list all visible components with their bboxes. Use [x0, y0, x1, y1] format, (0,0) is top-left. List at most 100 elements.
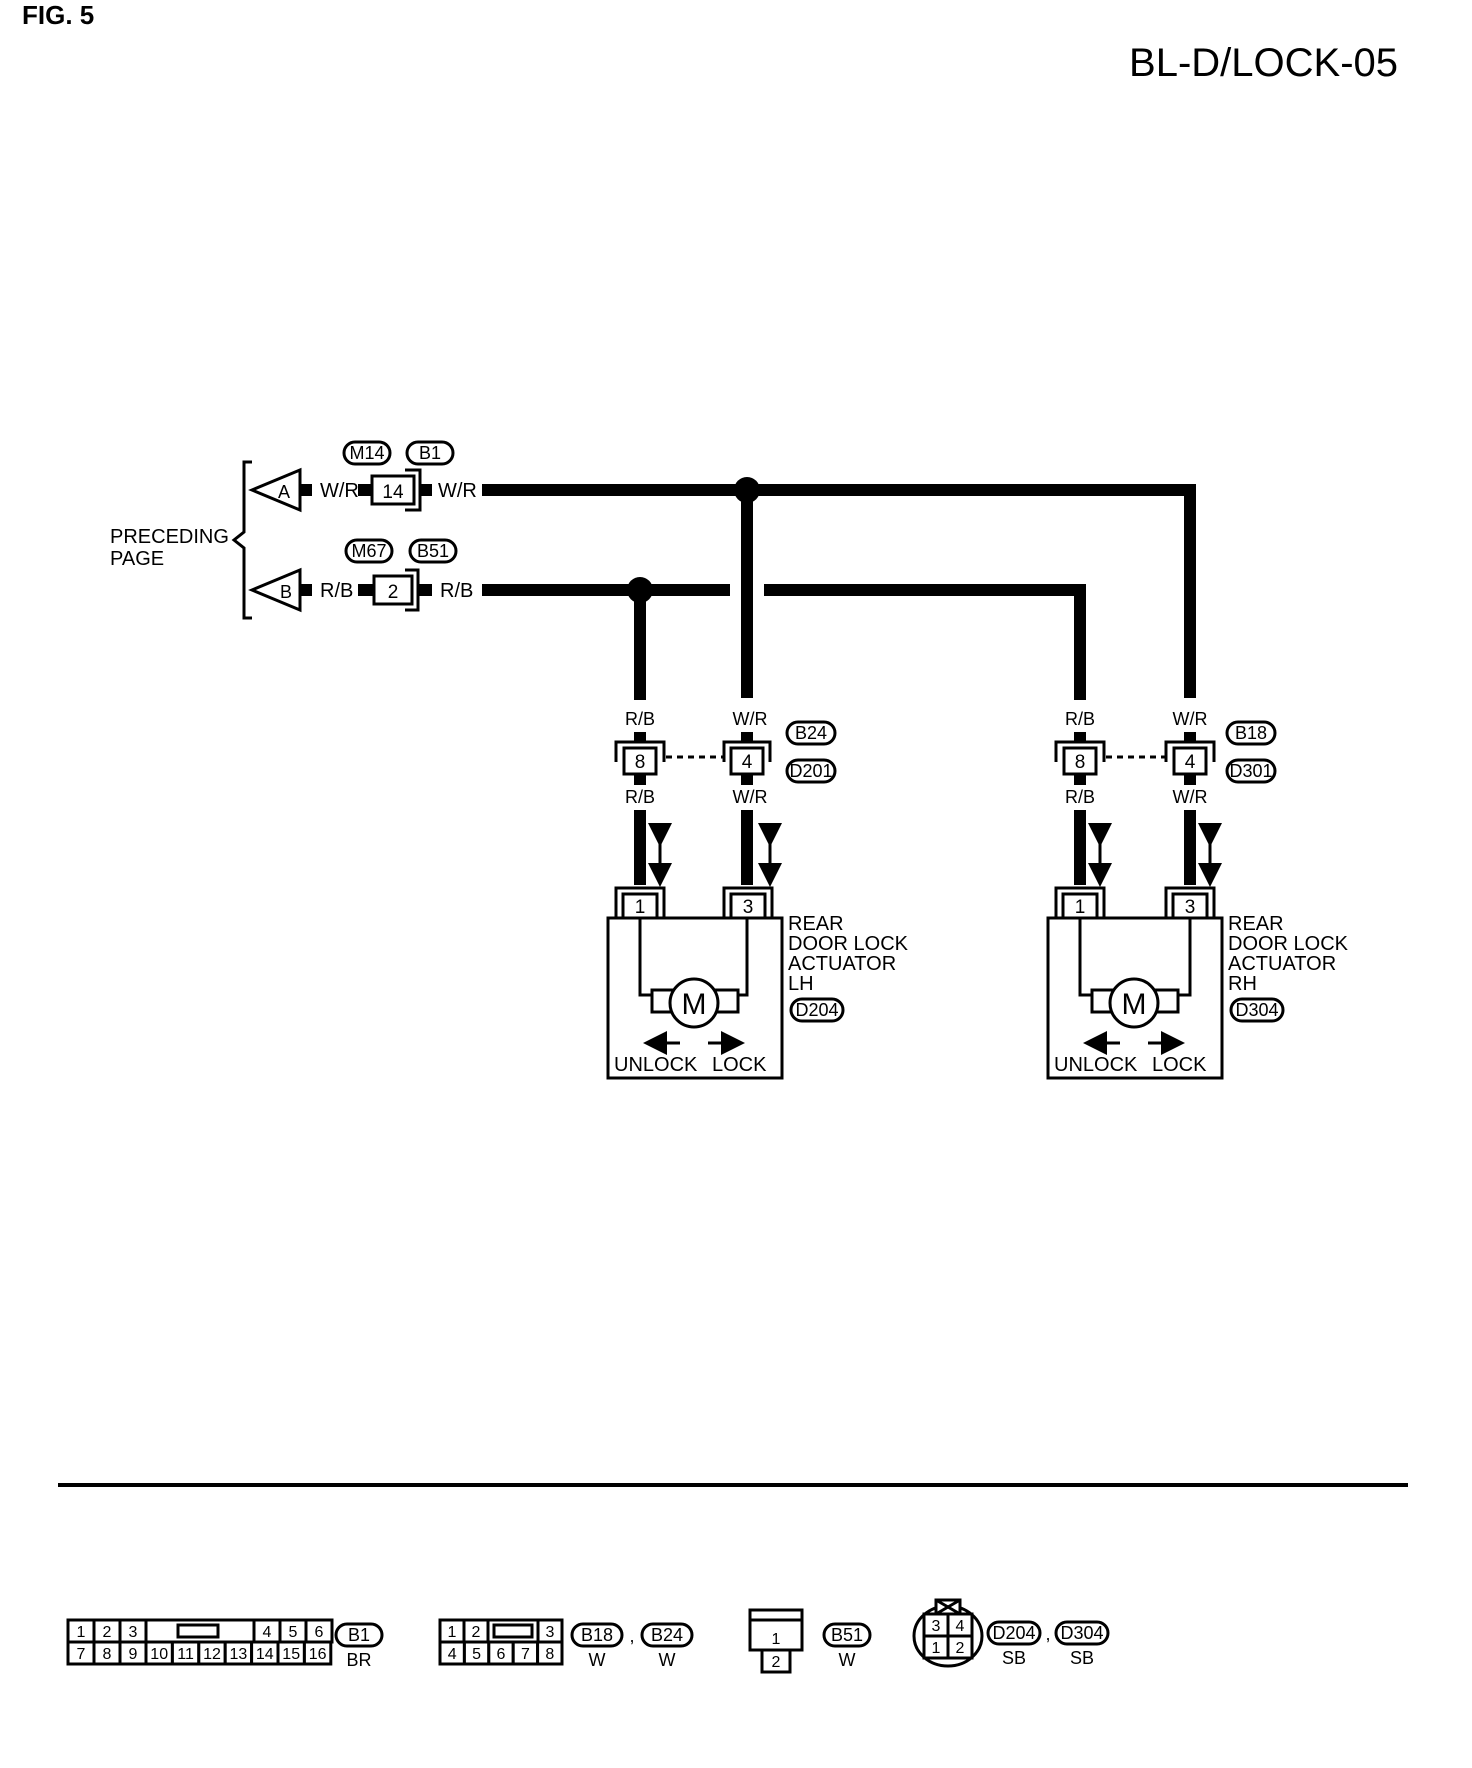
pin-number: 3: [546, 1624, 555, 1641]
wire-color-code: SB: [1002, 1648, 1026, 1668]
unlock-label: UNLOCK: [614, 1054, 698, 1076]
connector-code: D301: [1229, 761, 1272, 781]
pin-number: 4: [742, 752, 753, 773]
rh-actuator-group: R/B W/R 8 4 B18 D301 R/B W/R 1 3 M: [1046, 709, 1349, 1080]
pin-number: 5: [289, 1624, 298, 1641]
connector-tag: [1229, 997, 1285, 1023]
pin-number: 7: [521, 1646, 530, 1663]
page-label: PAGE: [110, 548, 164, 570]
actuator-label: LH: [788, 973, 814, 995]
pin-number: 4: [263, 1624, 272, 1641]
pin-number: 14: [256, 1646, 274, 1663]
connector-box: [622, 746, 658, 776]
connector-code: B1: [419, 443, 441, 463]
actuator-label: ACTUATOR: [788, 953, 896, 975]
pin-number: 1: [635, 897, 646, 918]
pin-number: 7: [77, 1646, 86, 1663]
lock-label: LOCK: [712, 1054, 767, 1076]
wire-color-code: BR: [346, 1650, 371, 1670]
connector-code: B18: [581, 1625, 613, 1645]
circuit-a: W/R 14 W/R M14 B1: [300, 440, 1196, 698]
pin-number: 1: [932, 1640, 941, 1657]
pin-number: 13: [230, 1646, 248, 1663]
wire-label: W/R: [320, 480, 359, 502]
actuator-label: ACTUATOR: [1228, 953, 1336, 975]
pin-number: 2: [388, 582, 399, 603]
connector-code: D304: [1235, 1000, 1278, 1020]
connector-tag: [789, 997, 845, 1023]
separator: ,: [1045, 1624, 1050, 1644]
ref-b-triangle: [248, 567, 302, 613]
connector-tag: [408, 538, 458, 564]
pin-number: 4: [448, 1646, 457, 1663]
connector-box: [372, 574, 414, 606]
actuator-label: RH: [1228, 973, 1257, 995]
pin-number: 10: [150, 1646, 168, 1663]
connector-tag: [640, 1622, 694, 1648]
pin-number: 4: [956, 1618, 965, 1635]
connector-box: [1062, 746, 1098, 776]
pin-number: 8: [635, 752, 646, 773]
motor-symbol: [1108, 977, 1160, 1029]
wire-label: W/R: [733, 709, 768, 729]
pin-number: 8: [1075, 752, 1086, 773]
connector-tag: [344, 538, 394, 564]
actuator-label: REAR: [1228, 913, 1284, 935]
pin-number: 4: [1185, 752, 1196, 773]
preceding-label: PRECEDING: [110, 526, 229, 548]
connector-tag: [405, 440, 455, 466]
pin-number: 14: [382, 482, 404, 503]
connector-code: B51: [417, 541, 449, 561]
figure-label: FIG. 5: [22, 0, 94, 30]
brace: [231, 460, 252, 620]
wire-label: R/B: [1065, 709, 1095, 729]
wire-color-code: W: [839, 1650, 856, 1670]
wire-wr-main: [482, 484, 1196, 698]
connector-tag: [1054, 1620, 1110, 1646]
motor-symbol: [668, 977, 720, 1029]
wire-label: W/R: [438, 480, 477, 502]
pin-number: 1: [448, 1624, 457, 1641]
connector-code: D204: [795, 1000, 838, 1020]
ref-a-label: A: [278, 482, 290, 502]
connector-code: B24: [651, 1625, 683, 1645]
wire-label: W/R: [1173, 709, 1208, 729]
connector-tag: [570, 1622, 624, 1648]
wire-label: R/B: [625, 709, 655, 729]
pin-number: 16: [309, 1646, 327, 1663]
connector-code: M67: [351, 541, 386, 561]
pin-number: 1: [772, 1631, 781, 1648]
pin-number: 3: [129, 1624, 138, 1641]
wire-label: W/R: [1173, 787, 1208, 807]
pin-number: 6: [497, 1646, 506, 1663]
connector-code: D304: [1060, 1623, 1103, 1643]
latch: [492, 1623, 534, 1639]
ref-a-triangle: [248, 467, 302, 513]
connector-code: D201: [789, 761, 832, 781]
connector-tag: [785, 758, 837, 784]
pin-number: 2: [956, 1640, 965, 1657]
pin-number: 12: [203, 1646, 221, 1663]
connector-code: M14: [349, 443, 384, 463]
wire-rb-rh: [764, 584, 1086, 700]
connector-tag: [1225, 758, 1277, 784]
pin-number: 1: [77, 1624, 86, 1641]
wire-label: W/R: [733, 787, 768, 807]
wire-label: R/B: [320, 580, 353, 602]
lock-label: LOCK: [1152, 1054, 1207, 1076]
wire-label: R/B: [625, 787, 655, 807]
actuator-label: DOOR LOCK: [1228, 933, 1349, 955]
pin-number: 3: [743, 897, 754, 918]
pin-number: 15: [282, 1646, 300, 1663]
lh-actuator-group: R/B W/R 8 4 B24 D201 R/B W/R 1 3 M: [606, 709, 909, 1080]
unlock-label: UNLOCK: [1054, 1054, 1138, 1076]
connector-code: B24: [795, 723, 827, 743]
pin-number: 3: [932, 1618, 941, 1635]
wire-color-code: W: [659, 1650, 676, 1670]
pin-number: 2: [472, 1624, 481, 1641]
wire-color-code: W: [589, 1650, 606, 1670]
